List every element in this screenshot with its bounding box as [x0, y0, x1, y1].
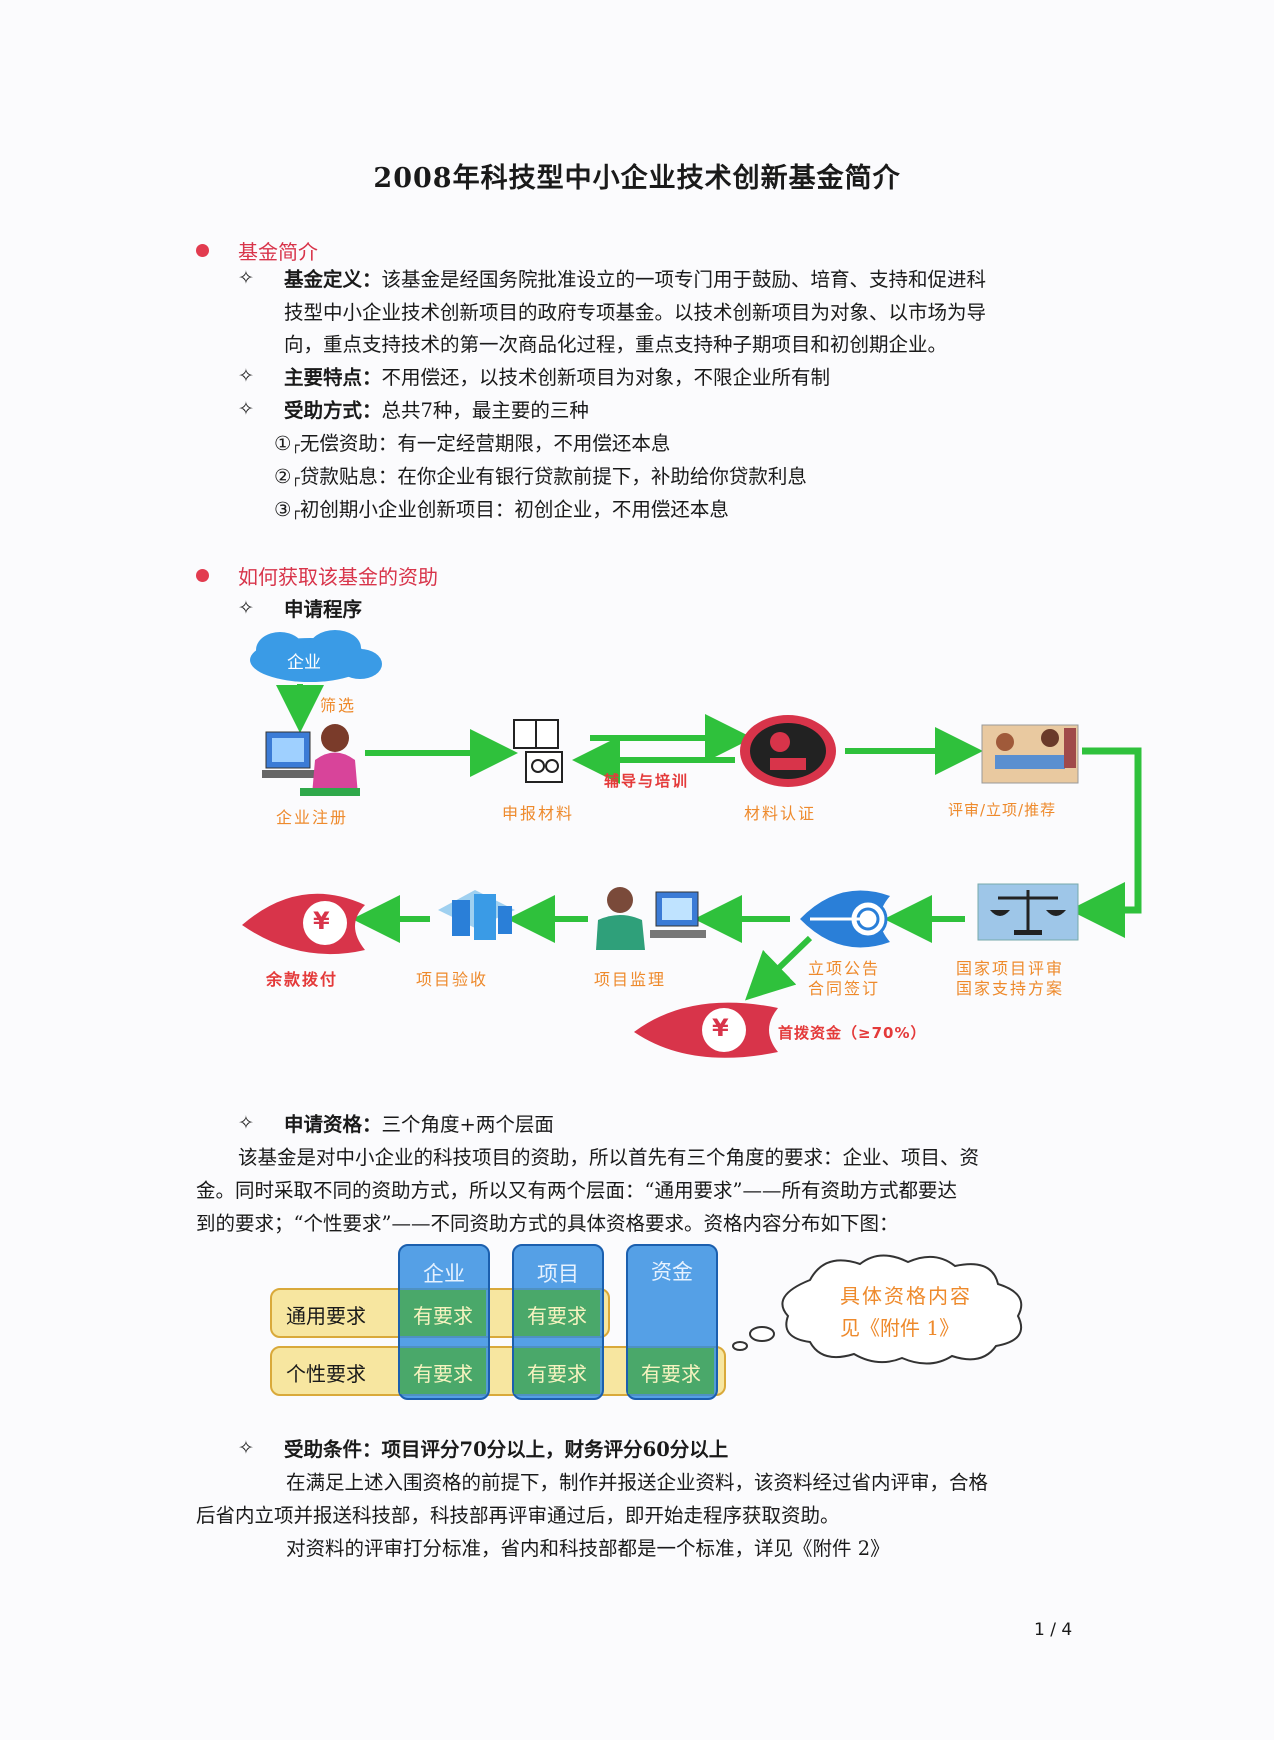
- section-heading-intro: 基金简介: [238, 240, 318, 264]
- cell-value: 有要求: [641, 1362, 701, 1386]
- yen-eye-icon: [634, 1002, 778, 1058]
- flow-step-first-funds: 首拨资金（≥70%）: [778, 1024, 927, 1042]
- yen-eye-icon: [242, 893, 365, 955]
- flow-step-certify: 材料认证: [744, 804, 817, 823]
- cell-overlap: [628, 1348, 714, 1394]
- flow-step-national-1: 国家项目评审: [956, 959, 1065, 978]
- eligibility-para-line-3: 到的要求；“个性要求”——不同资助方式的具体资格要求。资格内容分布如下图：: [196, 1212, 899, 1235]
- cell-overlap: [514, 1290, 600, 1336]
- book-gears-icon: [513, 719, 563, 783]
- method-item: ③┌初创期小企业创新项目：初创企业，不用偿还本息: [274, 498, 729, 521]
- flow-step-announce-2: 合同签订: [808, 979, 881, 998]
- bullet-dot-icon: [196, 569, 209, 582]
- fund-definition-line-2: 技型中小企业技术创新项目的政府专项基金。以技术创新项目为对象、以市场为导: [284, 301, 987, 324]
- diamond-bullet-icon: ✧: [238, 267, 254, 289]
- diamond-bullet-icon: ✧: [238, 597, 254, 619]
- cell-value: 有要求: [527, 1304, 587, 1328]
- diamond-bullet-icon: ✧: [238, 398, 254, 420]
- diamond-bullet-icon: ✧: [238, 1437, 254, 1459]
- fund-definition-line-1: 基金定义：该基金是经国务院批准设立的一项专门用于鼓励、培育、支持和促进科: [284, 268, 987, 291]
- cloud-shape: [250, 630, 382, 682]
- application-procedure-heading: 申请程序: [284, 598, 363, 621]
- meeting-icon: [981, 724, 1079, 784]
- flow-step-balance: 余款拨付: [266, 970, 339, 989]
- bullet-dot-icon: [196, 244, 209, 257]
- diamond-bullet-icon: ✧: [238, 365, 254, 387]
- flow-step-national-2: 国家支持方案: [956, 979, 1065, 998]
- column-header: 项目: [537, 1262, 579, 1286]
- yen-symbol: ¥: [313, 907, 330, 935]
- flow-step-acceptance: 项目验收: [416, 970, 489, 989]
- column-header: 企业: [423, 1262, 465, 1286]
- cell-value: 有要求: [527, 1362, 587, 1386]
- cell-overlap: [514, 1348, 600, 1394]
- conditions-para-line-3: 对资料的评审打分标准，省内和科技部都是一个标准，详见《附件 2》: [286, 1537, 890, 1560]
- application-flow-diagram: [242, 630, 1142, 1058]
- method-item: ②┌贷款贴息：在你企业有银行贷款前提下，补助给你贷款利息: [274, 465, 807, 488]
- funding-methods: 受助方式：总共7种，最主要的三种: [284, 399, 589, 422]
- cell-value: 有要求: [413, 1362, 473, 1386]
- flow-step-materials: 申报材料: [502, 804, 575, 823]
- section-heading-howto: 如何获取该基金的资助: [238, 565, 438, 589]
- row-label: 个性要求: [286, 1362, 366, 1386]
- conditions-para-line-1: 在满足上述入围资格的前提下，制作并报送企业资料，该资料经过省内评审，合格: [286, 1471, 989, 1494]
- bubble-note-line-2: 见《附件 1》: [840, 1316, 960, 1340]
- target-icon: [800, 890, 890, 948]
- page-title: 2008年科技型中小企业技术创新基金简介: [373, 163, 901, 194]
- column-header: 资金: [651, 1260, 693, 1284]
- cell-overlap: [400, 1290, 486, 1336]
- method-item: ①┌无偿资助：有一定经营期限，不用偿还本息: [274, 432, 671, 455]
- flow-step-announce-1: 立项公告: [808, 959, 881, 978]
- certification-icon: [740, 715, 836, 787]
- filter-label: 筛选: [320, 696, 357, 715]
- flow-step-review: 评审/立项/推荐: [948, 801, 1057, 819]
- cloud-label: 企业: [287, 653, 321, 673]
- flow-training-label: 辅导与培训: [604, 772, 690, 790]
- thought-bubble: [732, 1254, 1023, 1365]
- diamond-bullet-icon: ✧: [238, 1112, 254, 1134]
- yen-symbol: ¥: [712, 1014, 729, 1042]
- fund-definition-line-3: 向，重点支持技术的第一次商品化过程，重点支持种子期项目和初创期企业。: [284, 333, 948, 356]
- flow-step-register: 企业注册: [276, 808, 349, 827]
- supervisor-icon: [596, 887, 706, 950]
- page-number: 1 / 4: [1034, 1620, 1073, 1640]
- eligibility-heading: 申请资格：三个角度+两个层面: [284, 1113, 554, 1136]
- cell-overlap: [400, 1348, 486, 1394]
- person-computer-icon: [262, 724, 360, 796]
- conditions-para-line-2: 后省内立项并报送科技部，科技部再评审通过后，即开始走程序获取资助。: [196, 1504, 840, 1527]
- bubble-note-line-1: 具体资格内容: [840, 1284, 972, 1308]
- row-label: 通用要求: [286, 1304, 366, 1328]
- flow-step-supervision: 项目监理: [594, 970, 667, 989]
- eligibility-para-line-1: 该基金是对中小企业的科技项目的资助，所以首先有三个角度的要求：企业、项目、资: [238, 1146, 980, 1169]
- cell-value: 有要求: [413, 1304, 473, 1328]
- conditions-heading: 受助条件：项目评分70分以上，财务评分60分以上: [284, 1438, 729, 1461]
- eligibility-para-line-2: 金。同时采取不同的资助方式，所以又有两个层面：“通用要求”——所有资助方式都要达: [196, 1179, 957, 1202]
- main-features: 主要特点：不用偿还，以技术创新项目为对象，不限企业所有制: [284, 366, 831, 389]
- scales-icon: [977, 883, 1079, 941]
- building-icon: [438, 890, 515, 940]
